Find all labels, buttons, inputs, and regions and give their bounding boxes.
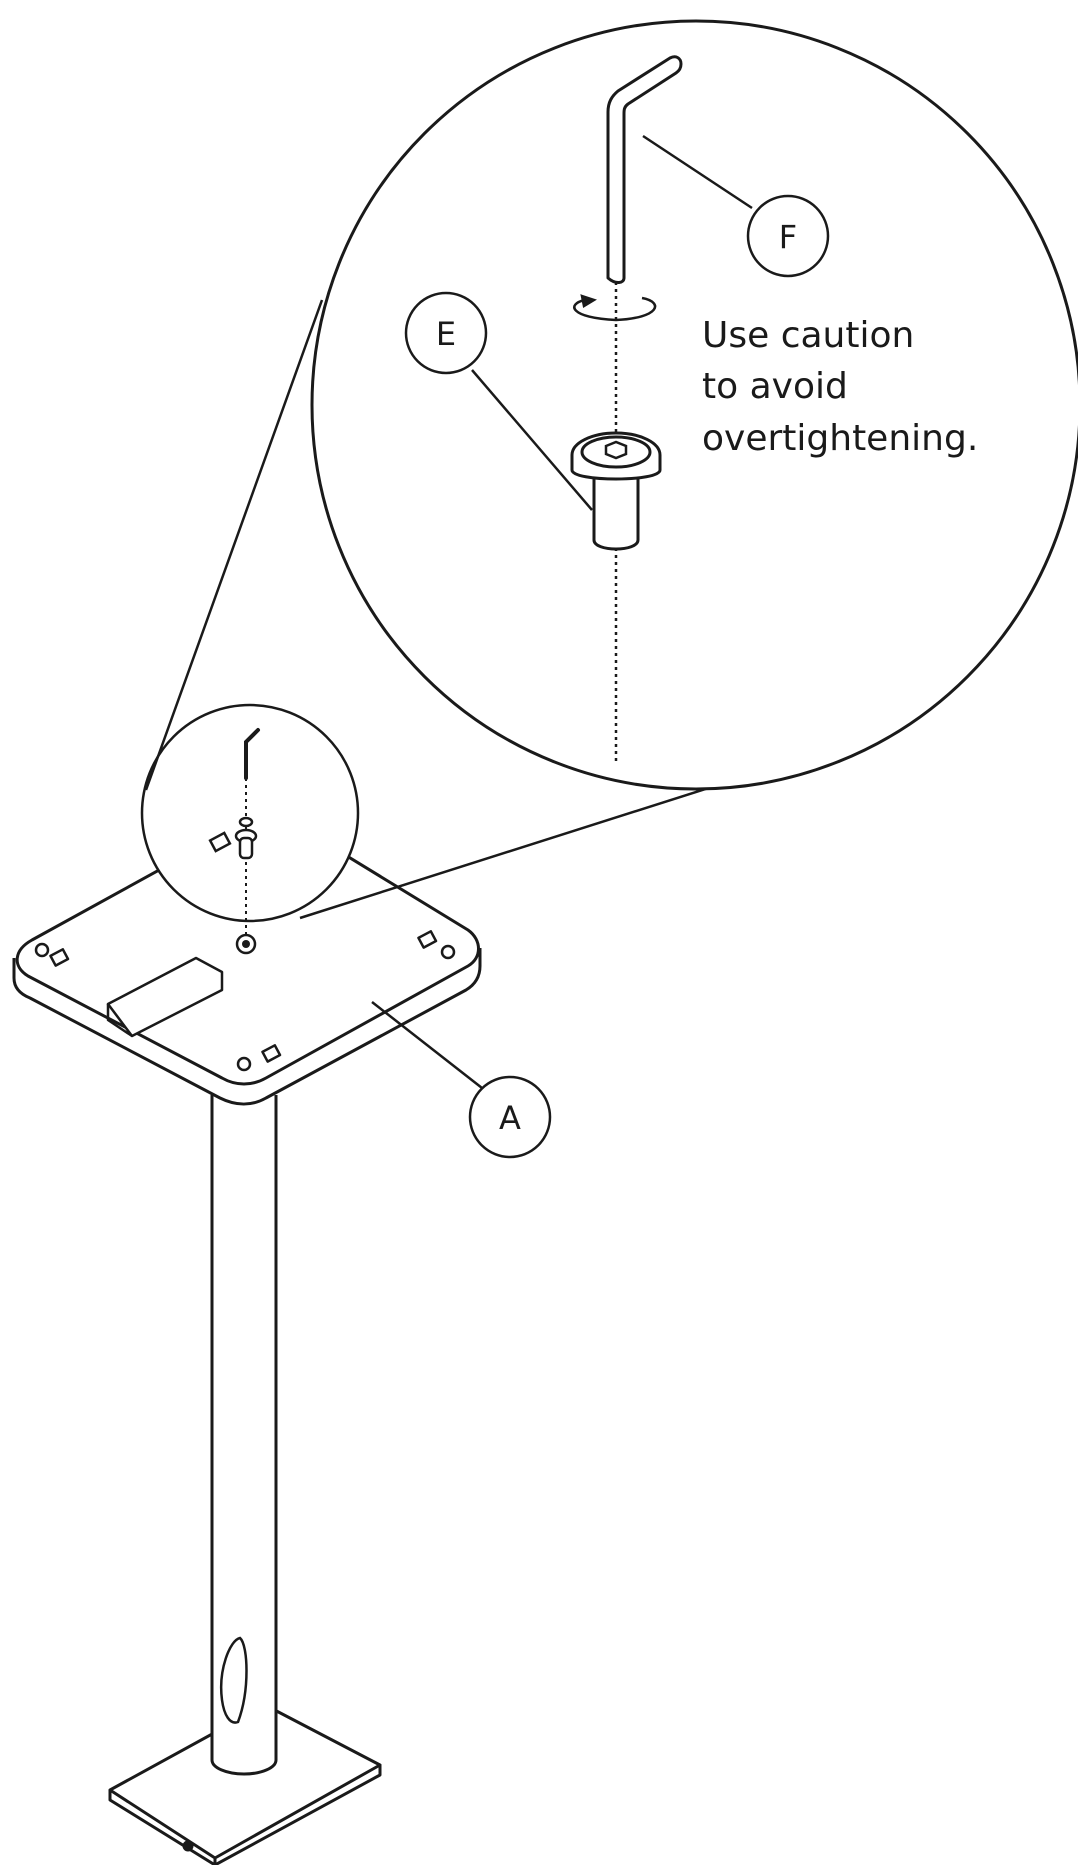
magnified-detail-circle: F E Use caution to avoid overtightening.	[310, 19, 1078, 791]
label-e-text: E	[436, 315, 456, 353]
label-a-bubble	[468, 1075, 552, 1159]
pole-tube	[210, 1095, 278, 1776]
label-f-text: F	[779, 218, 797, 256]
label-a-text: A	[499, 1099, 521, 1137]
label-f-bubble	[746, 194, 830, 278]
caution-note-line-1: Use caution	[702, 315, 914, 356]
leader-line-e	[471, 369, 593, 511]
small-detail-circle	[140, 703, 360, 935]
label-e-bubble	[404, 291, 488, 375]
caution-note-line-2: to avoid	[702, 366, 848, 407]
hex-key-f	[606, 55, 683, 284]
leader-line-a	[371, 1001, 483, 1089]
screw-e	[570, 431, 662, 551]
leader-line-f	[642, 134, 753, 210]
caution-note-line-3: overtightening.	[702, 418, 978, 459]
rotation-arrow	[573, 294, 657, 322]
zoom-projection-lines	[144, 299, 766, 920]
